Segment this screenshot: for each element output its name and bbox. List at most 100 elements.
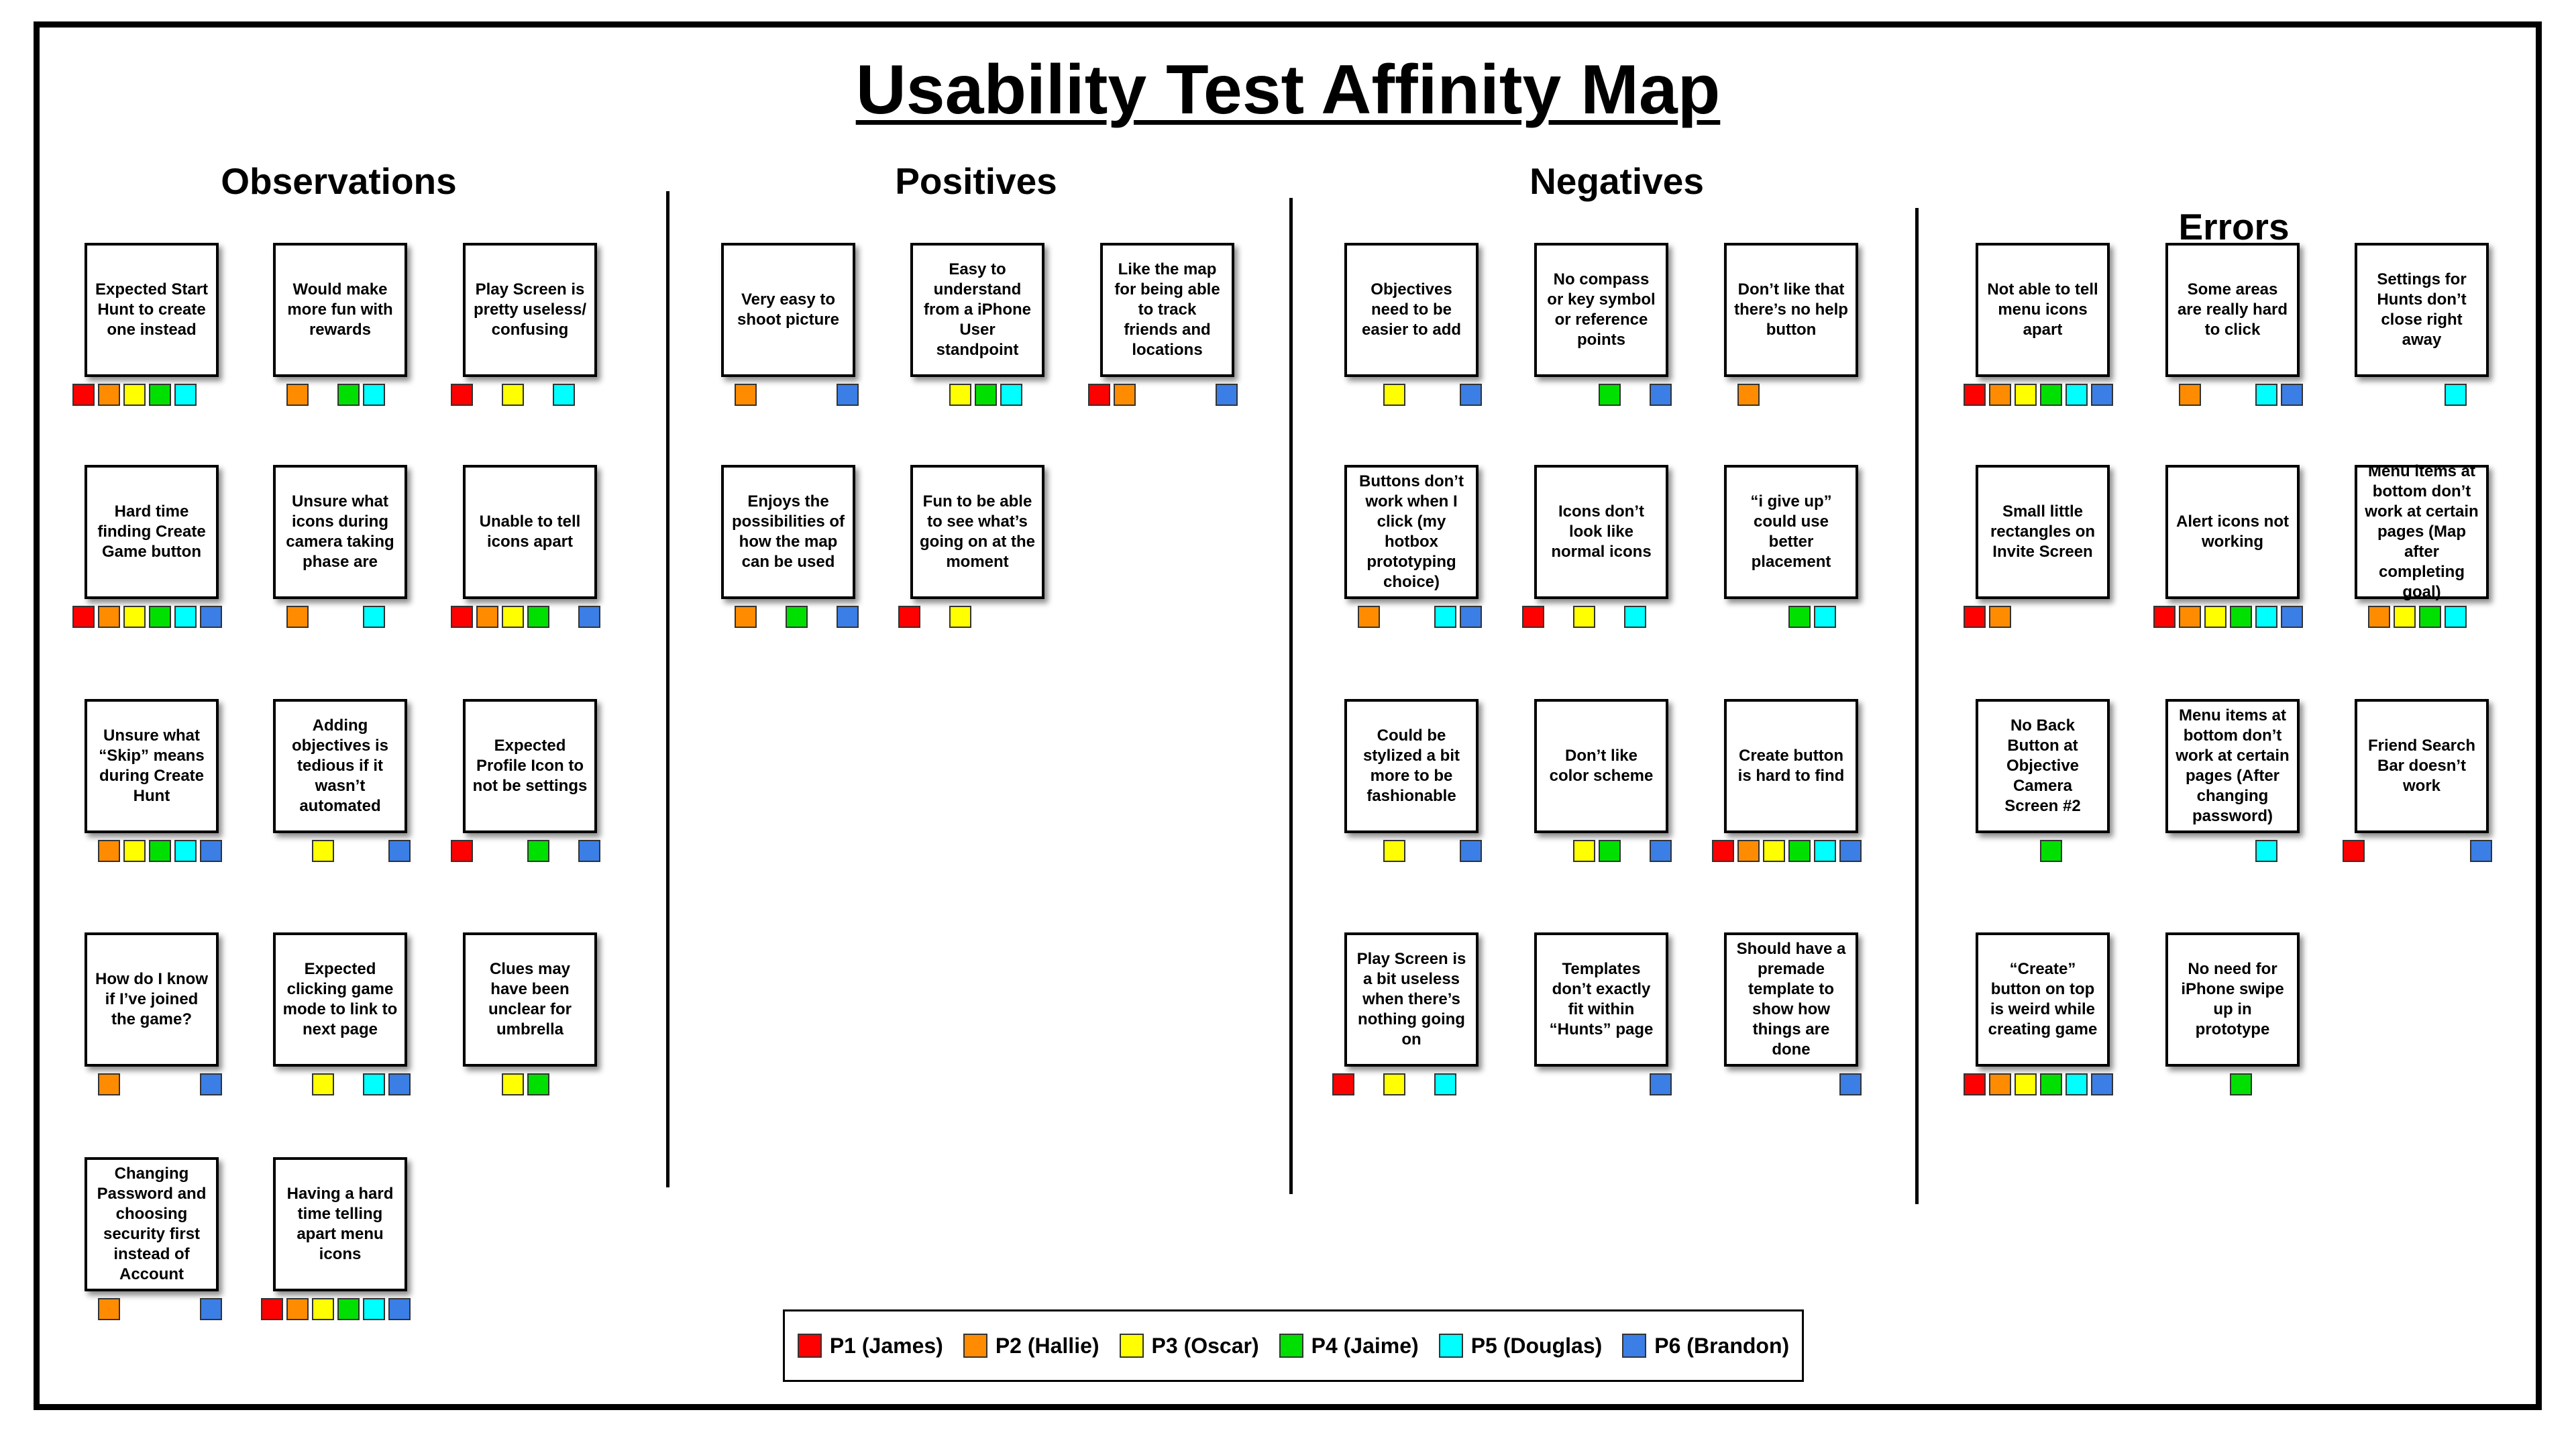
legend-item-p4: P4 (Jaime)	[1279, 1334, 1419, 1358]
participant-dot-p2	[286, 384, 309, 406]
sticky-note: Small little rectangles on Invite Screen	[1976, 465, 2110, 599]
participant-dots	[709, 606, 859, 628]
sticky-note: Having a hard time telling apart menu ic…	[273, 1157, 407, 1291]
participant-dots	[1964, 606, 2113, 628]
participant-dots	[261, 384, 411, 406]
participant-dots	[1522, 840, 1672, 862]
participant-dot-p4	[1599, 840, 1621, 862]
sticky-note-text: Unable to tell icons apart	[479, 513, 581, 551]
legend-label: P4 (Jaime)	[1311, 1333, 1419, 1358]
participant-dot-p6	[388, 840, 411, 862]
participant-dot-p4	[149, 840, 171, 862]
participant-dot-p2	[286, 606, 309, 628]
legend-swatch	[1438, 1334, 1463, 1358]
sticky-note: Objectives need to be easier to add	[1344, 243, 1479, 377]
sticky-note-text: No compass or key symbol or reference po…	[1547, 270, 1656, 349]
sticky-note: Don’t like color scheme	[1534, 699, 1668, 833]
participant-dot-p4	[1599, 384, 1621, 406]
sticky-note-text: Clues may have been unclear for umbrella	[488, 960, 572, 1038]
participant-dot-p4	[527, 840, 549, 862]
column-heading-negatives: Negatives	[1529, 160, 1704, 202]
participant-dot-p5	[363, 384, 385, 406]
sticky-note-text: Very easy to shoot picture	[737, 290, 839, 329]
participant-dot-p2	[1737, 384, 1760, 406]
participant-dot-p2	[1989, 606, 2011, 628]
participant-dot-p5	[1624, 606, 1646, 628]
sticky-note-text: Menu items at bottom don’t work at certa…	[2176, 706, 2290, 825]
sticky-note-text: Settings for Hunts don’t close right awa…	[2377, 270, 2467, 349]
participant-dot-p4	[149, 606, 171, 628]
sticky-note-text: Expected Profile Icon to not be settings	[472, 737, 588, 795]
participant-dot-p6	[578, 606, 600, 628]
sticky-note: Don’t like that there’s no help button	[1724, 243, 1858, 377]
column-divider	[1915, 208, 1919, 1204]
participant-dots	[1964, 384, 2113, 406]
participant-dot-p4	[2040, 1073, 2062, 1095]
page-title: Usability Test Affinity Map	[855, 51, 1721, 129]
participant-dot-p3	[2394, 606, 2416, 628]
column-divider	[666, 191, 669, 1187]
sticky-note: Enjoys the possibilities of how the map …	[721, 465, 855, 599]
sticky-note-text: Expected clicking game mode to link to n…	[282, 960, 398, 1038]
participant-dots	[2153, 840, 2303, 862]
participant-dot-p5	[553, 384, 575, 406]
participant-dot-p1	[2343, 840, 2365, 862]
sticky-note-text: Having a hard time telling apart menu ic…	[286, 1185, 394, 1263]
sticky-note: Could be stylized a bit more to be fashi…	[1344, 699, 1479, 833]
participant-dot-p6	[1460, 384, 1482, 406]
participant-dot-p1	[261, 1298, 283, 1320]
participant-dots	[451, 1073, 600, 1095]
participant-dot-p2	[98, 606, 120, 628]
participant-dot-p6	[578, 840, 600, 862]
participant-dots	[1964, 840, 2113, 862]
participant-dot-p6	[1460, 606, 1482, 628]
sticky-note: Templates don’t exactly fit within “Hunt…	[1534, 932, 1668, 1067]
participant-dots	[261, 1073, 411, 1095]
participant-dots	[72, 840, 222, 862]
sticky-note: How do I know if I’ve joined the game?	[85, 932, 219, 1067]
participant-dot-p2	[1989, 1073, 2011, 1095]
sticky-note-text: Friend Search Bar doesn’t work	[2367, 737, 2476, 795]
participant-dot-p6	[200, 1073, 222, 1095]
sticky-note: Unable to tell icons apart	[463, 465, 597, 599]
participant-dot-p5	[1814, 606, 1836, 628]
sticky-note-text: Small little rectangles on Invite Screen	[1990, 502, 2096, 561]
participant-dot-p2	[735, 606, 757, 628]
sticky-note: Create button is hard to find	[1724, 699, 1858, 833]
participant-dot-p5	[1814, 840, 1836, 862]
participant-dot-p3	[1383, 1073, 1405, 1095]
sticky-note-text: Would make more fun with rewards	[287, 280, 393, 339]
sticky-note: Very easy to shoot picture	[721, 243, 855, 377]
participant-dot-p3	[949, 606, 971, 628]
participant-dot-p1	[451, 606, 473, 628]
participant-dot-p4	[975, 384, 997, 406]
participant-dots	[2153, 606, 2303, 628]
legend-swatch	[1622, 1334, 1647, 1358]
sticky-note-text: Expected Start Hunt to create one instea…	[95, 280, 209, 339]
participant-dot-p1	[451, 840, 473, 862]
participant-dot-p5	[363, 1073, 385, 1095]
participant-dots	[261, 840, 411, 862]
participant-dot-p4	[149, 384, 171, 406]
participant-dot-p5	[174, 606, 197, 628]
legend-label: P6 (Brandon)	[1654, 1333, 1790, 1358]
participant-dots	[2343, 840, 2492, 862]
participant-dot-p6	[837, 384, 859, 406]
legend-swatch	[1279, 1334, 1303, 1358]
sticky-note: No compass or key symbol or reference po…	[1534, 243, 1668, 377]
participant-dots	[1522, 384, 1672, 406]
sticky-note-text: Create button is hard to find	[1737, 747, 1845, 785]
participant-dot-p1	[451, 384, 473, 406]
participant-dot-p5	[2255, 606, 2277, 628]
legend-item-p3: P3 (Oscar)	[1119, 1334, 1259, 1358]
participant-dot-p1	[1964, 384, 1986, 406]
sticky-note-text: Don’t like color scheme	[1549, 747, 1654, 785]
participant-dot-p4	[1788, 840, 1811, 862]
sticky-note-text: Could be stylized a bit more to be fashi…	[1362, 727, 1460, 805]
sticky-note: Alert icons not working	[2165, 465, 2300, 599]
sticky-note: Easy to understand from a iPhone User st…	[910, 243, 1044, 377]
legend-swatch	[1119, 1334, 1144, 1358]
participant-dot-p5	[2065, 1073, 2088, 1095]
sticky-note: “i give up” could use better placement	[1724, 465, 1858, 599]
sticky-note: “Create” button on top is weird while cr…	[1976, 932, 2110, 1067]
